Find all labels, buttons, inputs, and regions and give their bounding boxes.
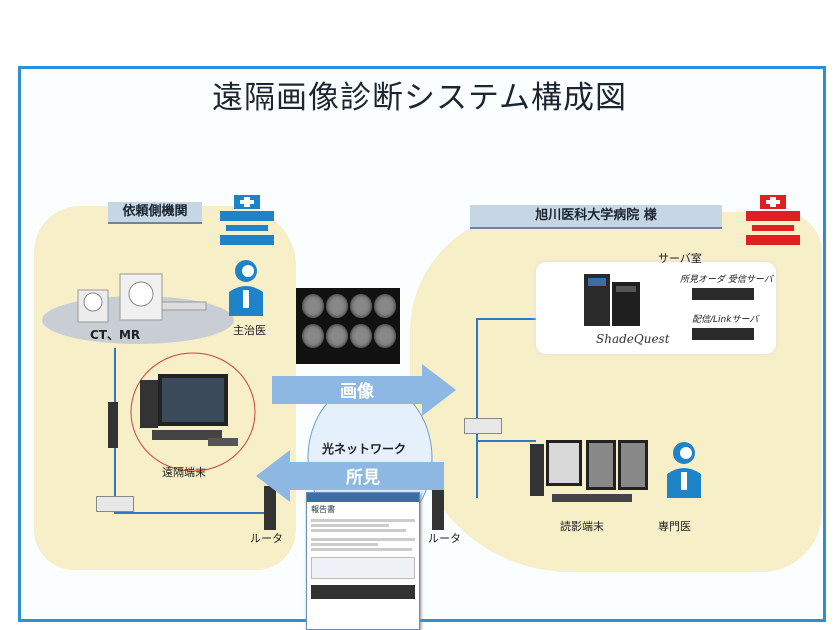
server1-label: 所見オーダ 受信サーバ bbox=[680, 275, 773, 285]
report-window-titlebar bbox=[307, 493, 419, 502]
reading-terminal-label: 読影端末 bbox=[560, 520, 604, 533]
server2-icon bbox=[692, 328, 754, 340]
diagram-title: 遠隔画像診断システム構成図 bbox=[211, 80, 628, 116]
link-left-horizontal bbox=[114, 512, 264, 514]
network-label: 光ネットワーク bbox=[322, 442, 407, 456]
server2-label: 配信/Linkサーバ bbox=[692, 315, 759, 325]
hospital-site-header: 旭川医科大学病院 様 bbox=[470, 205, 722, 229]
right-switch-icon bbox=[464, 418, 502, 434]
report-heading: 報告書 bbox=[311, 505, 335, 514]
server-room-label: サーバ室 bbox=[658, 252, 702, 265]
images-arrow-label: 画像 bbox=[340, 382, 374, 402]
server-logo: ShadeQuest bbox=[596, 332, 670, 346]
image-viewer-screenshot bbox=[296, 288, 400, 364]
requesting-site-header: 依頼側機関 bbox=[108, 202, 202, 224]
attending-doctor-icon bbox=[229, 260, 263, 316]
hospital-icon-left bbox=[220, 195, 274, 245]
link-right-vertical bbox=[476, 318, 478, 498]
remote-terminal-area bbox=[130, 352, 256, 472]
reading-terminal-icon bbox=[530, 440, 648, 502]
remote-terminal-label: 遠隔端末 bbox=[162, 466, 206, 479]
server-tower-icon bbox=[584, 274, 640, 326]
ct-mr-label: CT、MR bbox=[90, 328, 141, 342]
left-tower-icon bbox=[108, 402, 118, 448]
findings-arrow bbox=[256, 450, 444, 502]
right-router-icon bbox=[432, 486, 444, 530]
hospital-icon-right bbox=[746, 195, 800, 245]
findings-arrow-label: 所見 bbox=[346, 468, 380, 488]
link-reading-terminal bbox=[476, 440, 536, 442]
specialist-doctor-icon bbox=[667, 442, 701, 498]
left-router-icon bbox=[264, 486, 276, 530]
left-router-label: ルータ bbox=[250, 532, 283, 545]
link-server bbox=[476, 318, 536, 320]
specialist-doctor-label: 専門医 bbox=[658, 520, 691, 533]
images-arrow bbox=[272, 364, 456, 416]
attending-doctor-label: 主治医 bbox=[233, 324, 266, 337]
right-router-label: ルータ bbox=[428, 532, 461, 545]
left-switch-icon bbox=[96, 496, 134, 512]
report-window: 報告書 bbox=[306, 492, 420, 630]
report-thumbnails bbox=[311, 585, 415, 599]
ct-mr-scanner bbox=[42, 273, 234, 344]
server1-icon bbox=[692, 288, 754, 300]
